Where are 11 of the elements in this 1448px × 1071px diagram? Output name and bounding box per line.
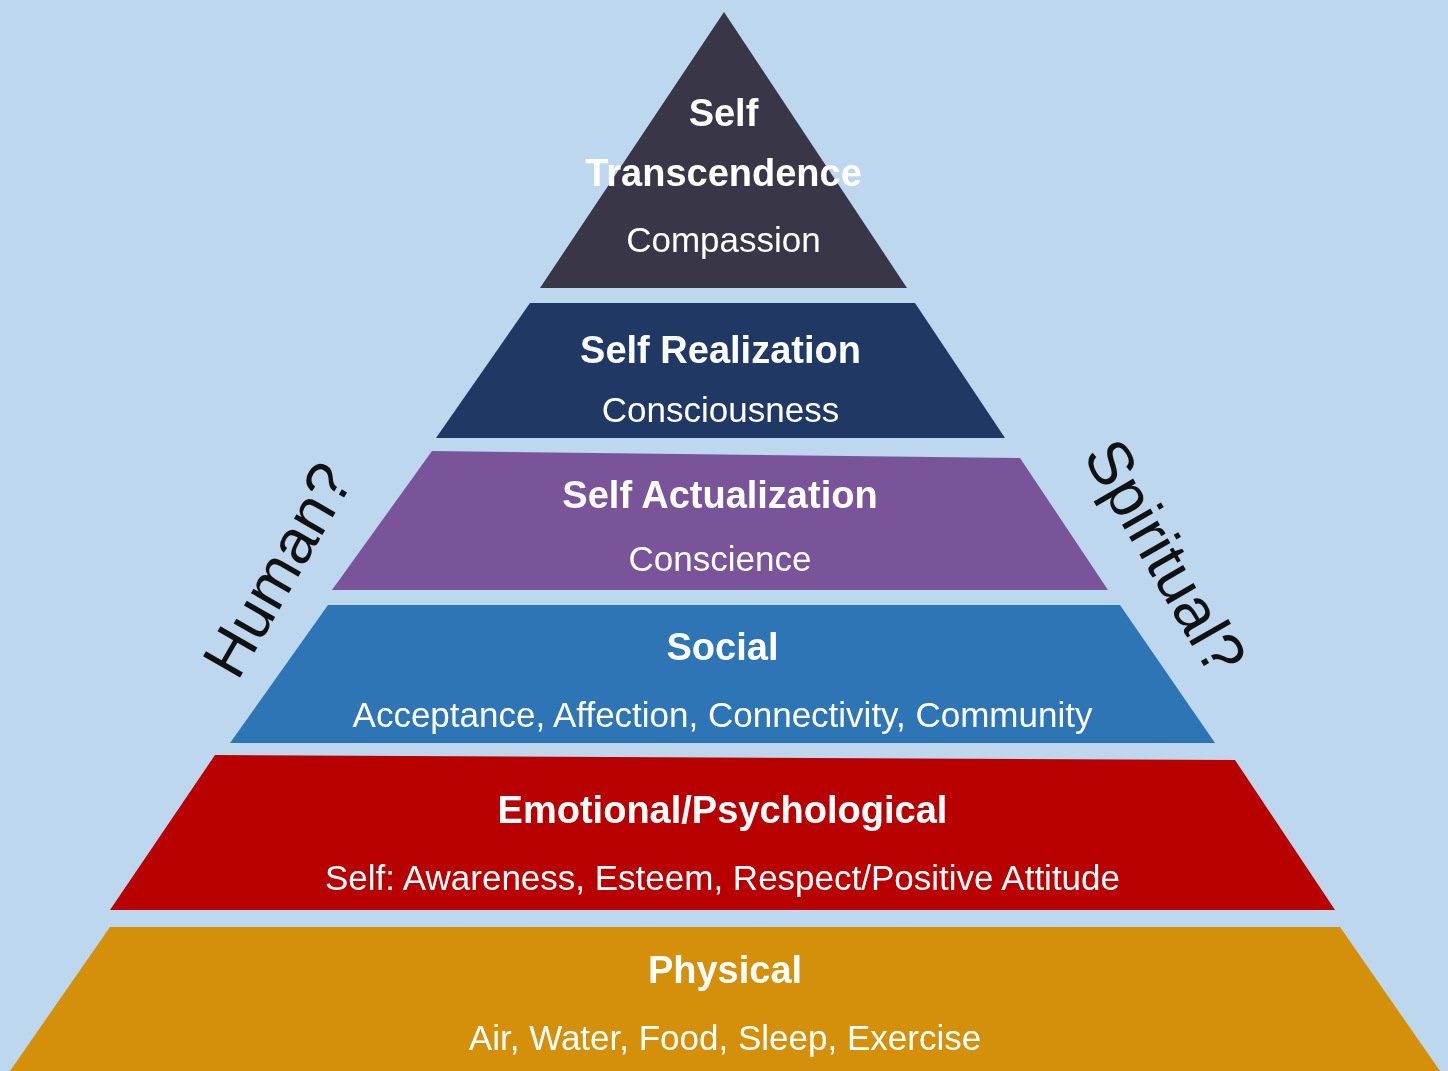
tier-heading: Self Realization [580,328,861,372]
tier-heading: Self Actualization [562,473,878,517]
tier-heading: Social [666,625,779,669]
tier-heading: Physical [647,948,803,992]
tier-description: Self: Awareness, Esteem, Respect/Positive Attitude [325,858,1120,898]
tier-description: Air, Water, Food, Sleep, Exercise [468,1018,982,1058]
tier-description: Acceptance, Affection, Connectivity, Community [352,695,1093,735]
tier-description: Consciousness [601,390,840,430]
tier-description: Conscience [628,539,812,579]
tier-description: Compassion [626,220,821,260]
tier-heading: Emotional/Psychological [497,788,948,832]
